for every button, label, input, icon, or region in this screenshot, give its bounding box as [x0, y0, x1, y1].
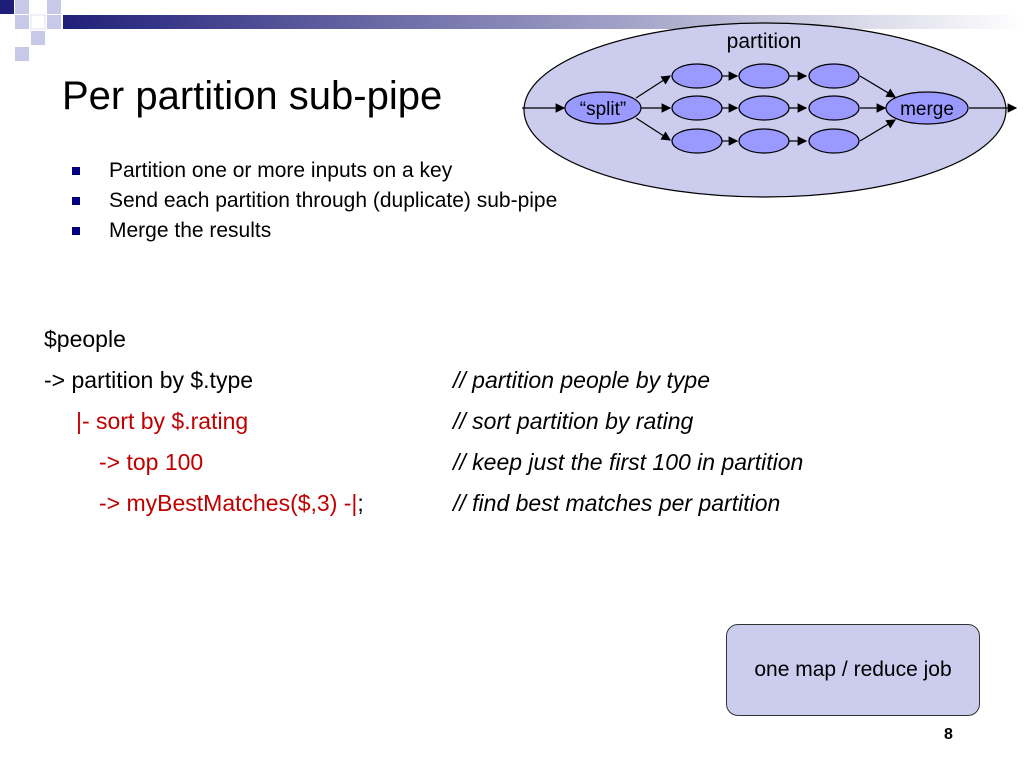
stage-node	[671, 63, 723, 89]
bullet-marker-icon	[72, 197, 80, 205]
code-line-5-main: -> myBestMatches($,3) -|	[99, 490, 358, 516]
code-comment-2: // partition people by type	[453, 367, 710, 393]
bullet-text: Merge the results	[109, 219, 272, 242]
stage-node	[671, 128, 723, 154]
merge-arrow	[859, 75, 897, 98]
merge-node	[885, 91, 969, 125]
code-line-3: |- sort by $.rating	[76, 408, 249, 434]
stage-node	[738, 128, 790, 154]
partition-label: partition	[727, 30, 802, 53]
merge-arrow	[859, 119, 897, 142]
bullet-text: Send each partition through (duplicate) …	[109, 189, 558, 212]
bullet-marker-icon	[72, 167, 80, 175]
code-line-5-suffix: ;	[357, 490, 364, 516]
deco-square	[31, 31, 45, 45]
deco-square	[15, 47, 29, 61]
callout-box: one map / reduce job	[726, 624, 980, 716]
deco-square	[0, 0, 14, 14]
deco-square	[15, 15, 29, 29]
split-arrow	[635, 75, 672, 99]
split-node	[564, 91, 642, 125]
stage-node	[808, 63, 860, 89]
split-label: “split”	[580, 99, 626, 120]
stage-node	[808, 95, 860, 121]
stage-node	[808, 128, 860, 154]
merge-label: merge	[900, 99, 954, 120]
code-line-2: -> partition by $.type	[44, 367, 254, 393]
stage-node	[671, 95, 723, 121]
slide-title: Per partition sub-pipe	[62, 74, 443, 118]
bullet-item: Send each partition through (duplicate) …	[72, 186, 557, 216]
deco-square	[47, 0, 61, 14]
deco-square	[30, 14, 46, 30]
code-comment-4: // keep just the first 100 in partition	[453, 449, 804, 475]
code-line-1: $people	[44, 326, 126, 352]
code-line-5: -> myBestMatches($,3) -|;	[99, 488, 364, 518]
partition-diagram: partition “split” merge	[522, 22, 1018, 198]
stage-node	[738, 63, 790, 89]
callout-text: one map / reduce job	[754, 658, 952, 681]
bullet-text: Partition one or more inputs on a key	[109, 159, 453, 182]
bullet-marker-icon	[72, 227, 80, 235]
bullet-item: Merge the results	[72, 216, 557, 246]
code-line-4: -> top 100	[99, 449, 204, 475]
bullet-item: Partition one or more inputs on a key	[72, 156, 557, 186]
deco-square	[15, 0, 29, 14]
code-comment-5: // find best matches per partition	[453, 490, 781, 516]
split-arrow	[635, 117, 672, 141]
deco-square	[47, 15, 61, 29]
page-number: 8	[944, 726, 953, 743]
bullet-list: Partition one or more inputs on a key Se…	[72, 156, 557, 246]
stage-node	[738, 95, 790, 121]
code-comment-3: // sort partition by rating	[453, 408, 694, 434]
